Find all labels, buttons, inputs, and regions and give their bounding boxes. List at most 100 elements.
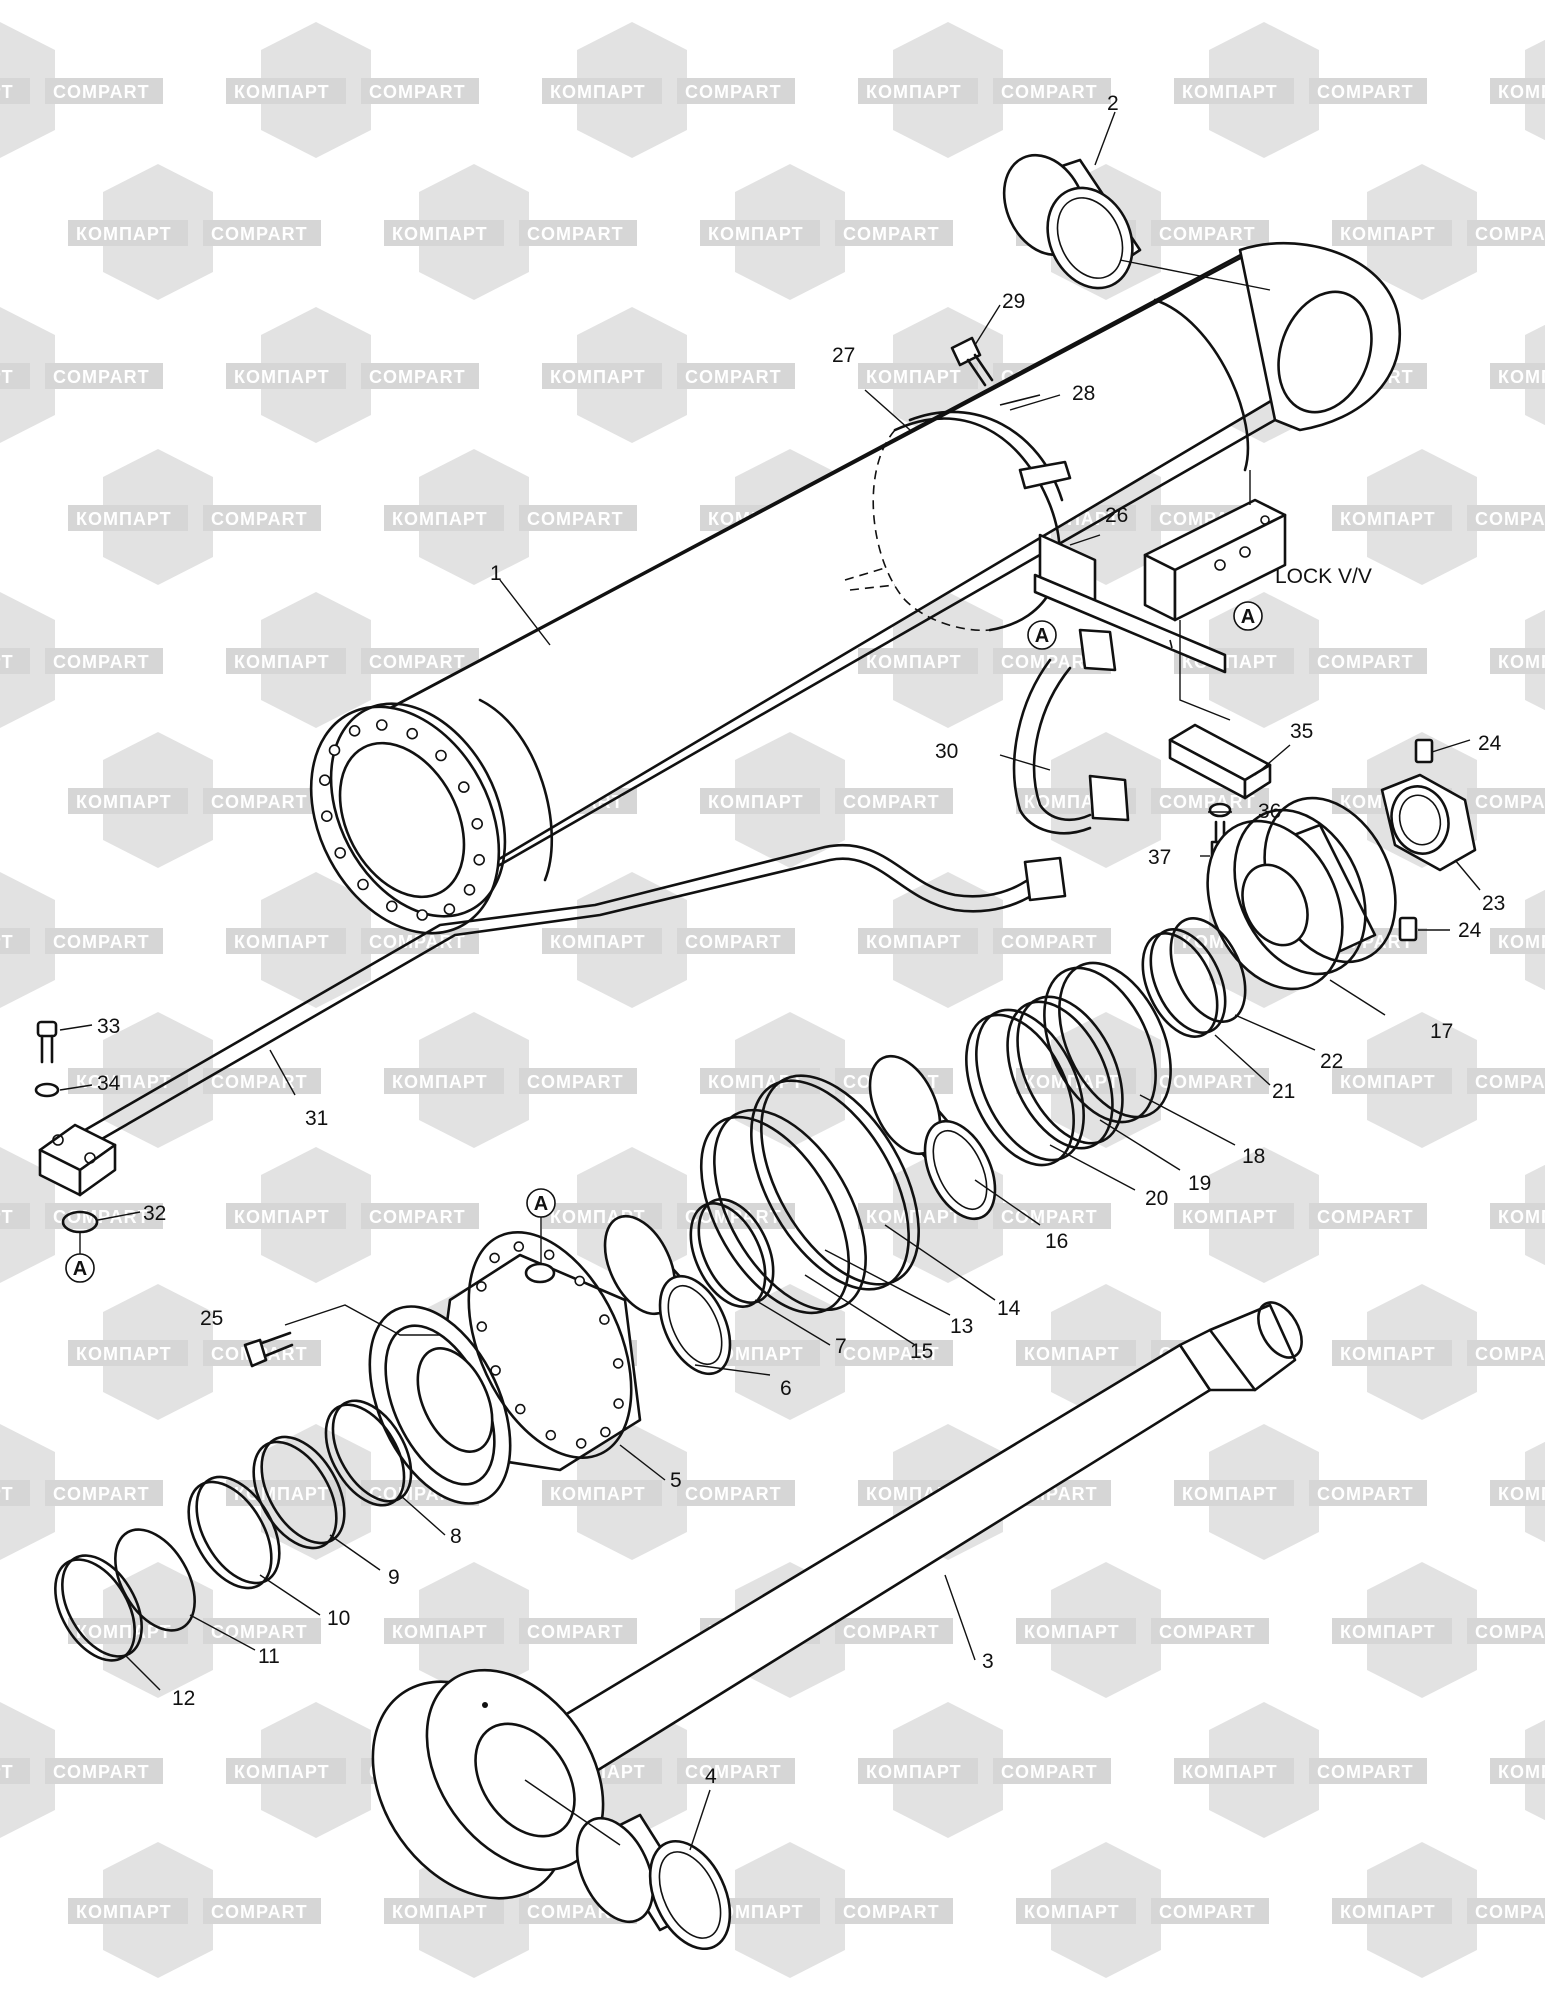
bolt-hole [443, 903, 456, 916]
watermark-text-latin: COMPART [685, 1762, 782, 1782]
bolt-hole [490, 1365, 501, 1376]
watermark-text-latin: COMPART [1159, 1622, 1256, 1642]
watermark-text-cyrillic: КОМПАРТ [866, 932, 962, 952]
watermark-text-latin: COMPART [1317, 1484, 1414, 1504]
watermark-text-cyrillic: КОМПАРТ [76, 1072, 172, 1092]
watermark-text-cyrillic: КОМПАРТ [392, 1902, 488, 1922]
seal-ring-20 [965, 1008, 1085, 1167]
watermark-text-cyrillic: КОМПАРТ [76, 224, 172, 244]
watermark-text-latin: COMPART [527, 1622, 624, 1642]
watermark-text-cyrillic: КОМПАРТ [1024, 1622, 1120, 1642]
bolt-hole [385, 900, 398, 913]
watermark-text-latin: COMPART [369, 932, 466, 952]
bolt-hole [320, 810, 333, 823]
watermark-text-latin: COMPART [527, 1072, 624, 1092]
watermark-text-cyrillic: КОМПАРТ [76, 1344, 172, 1364]
bolt-hole [357, 878, 369, 891]
nut-23 [1380, 773, 1477, 872]
part-label-6: 6 [780, 1377, 792, 1400]
watermark-text-cyrillic: КОМПАРТ [0, 1484, 14, 1504]
connection-marker-a-block: A [65, 1232, 95, 1283]
watermark-text-cyrillic: КОМПАРТ [1340, 224, 1436, 244]
part-label-25: 25 [200, 1307, 223, 1330]
wear-ring-21 [1141, 928, 1227, 1038]
watermark-text-cyrillic: КОМПАРТ [1182, 1484, 1278, 1504]
watermark-text-cyrillic: КОМПАРТ [1498, 1762, 1545, 1782]
pipe-31 [38, 843, 1067, 1197]
seal-ring-18 [1043, 961, 1172, 1124]
bolt-hole [489, 1252, 500, 1264]
watermark-tile: КОМПАРТ COMPART [226, 307, 479, 443]
watermark-text-cyrillic: КОМПАРТ [234, 367, 330, 387]
bolt-hole [457, 781, 470, 793]
watermark-text-latin: COMPART [685, 1484, 782, 1504]
watermark-text-latin: COMPART [1159, 224, 1256, 244]
watermark-text-latin: COMPART [53, 652, 150, 672]
watermark-text-latin: COMPART [527, 509, 624, 529]
watermark-text-latin: COMPART [53, 82, 150, 102]
watermark-text-latin: COMPART [843, 1902, 940, 1922]
watermark-text-latin: COMPART [1317, 652, 1414, 672]
part-label-2: 2 [1107, 92, 1119, 115]
watermark-text-cyrillic: КОМПАРТ [1498, 652, 1545, 672]
watermark-text-latin: COMPART [369, 652, 466, 672]
watermark-text-cyrillic: КОМПАРТ [708, 1344, 804, 1364]
watermark-text-cyrillic: КОМПАРТ [392, 224, 488, 244]
part-label-30: 30 [935, 740, 958, 763]
part-label-34: 34 [97, 1072, 121, 1095]
watermark-text-cyrillic: КОМПАРТ [1340, 509, 1436, 529]
watermark-text-latin: COMPART [1159, 1902, 1256, 1922]
part-label-5: 5 [670, 1469, 682, 1492]
watermark-text-latin: COMPART [843, 1622, 940, 1642]
watermark-text-cyrillic: КОМПАРТ [0, 932, 14, 952]
bushing-16 [868, 1054, 997, 1221]
part-label-3: 3 [982, 1650, 994, 1673]
ring-15 [699, 1115, 851, 1315]
svg-text:A: A [73, 1258, 87, 1280]
watermark-tile: КОМПАРТ COMPART [0, 872, 163, 1008]
watermark-text-latin: COMPART [369, 367, 466, 387]
part-label-22: 22 [1320, 1050, 1343, 1073]
watermark-text-latin: COMPART [53, 1207, 150, 1227]
part-label-33: 33 [97, 1015, 120, 1038]
watermark-text-cyrillic: КОМПАРТ [234, 1207, 330, 1227]
watermark-text-latin: COMPART [1475, 1622, 1545, 1642]
watermark-tile: КОМПАРТ COMPART [1016, 1562, 1269, 1698]
watermark-text-cyrillic: КОМПАРТ [550, 367, 646, 387]
watermark-text-latin: COMPART [53, 932, 150, 952]
bolt-hole [406, 727, 419, 740]
part-label-7: 7 [835, 1335, 847, 1358]
bolt-hole [612, 1358, 624, 1369]
part-label-24-bottom: 24 [1458, 919, 1482, 942]
watermark-text-cyrillic: КОМПАРТ [76, 792, 172, 812]
watermark-text-latin: COMPART [843, 792, 940, 812]
watermark-text-cyrillic: КОМПАРТ [1024, 1072, 1120, 1092]
ring-13 [713, 1108, 867, 1312]
watermark-text-latin: COMPART [53, 367, 150, 387]
washer-36 [1208, 802, 1232, 818]
part-label-4: 4 [705, 1765, 717, 1788]
bolt-hole [476, 1321, 488, 1332]
watermark-text-latin: COMPART [211, 224, 308, 244]
watermark-text-cyrillic: КОМПАРТ [1498, 932, 1545, 952]
part-label-16: 16 [1045, 1230, 1068, 1253]
watermark-tile: КОМПАРТ COMPART [1174, 1424, 1427, 1560]
